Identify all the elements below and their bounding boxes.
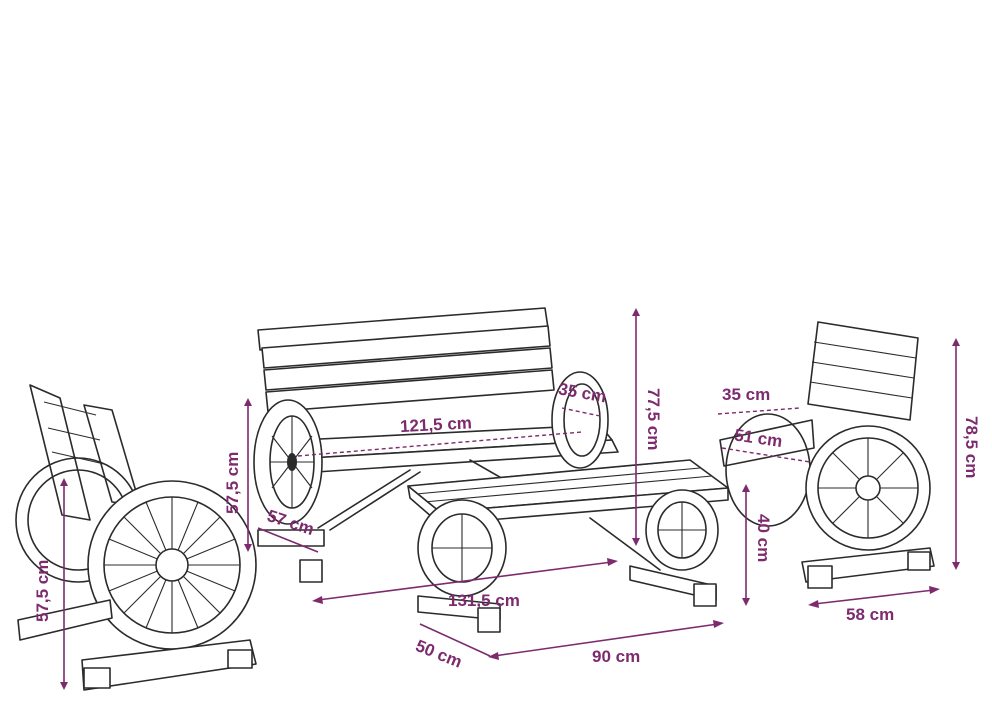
- label-chair-arm-width: 35 cm: [722, 385, 770, 404]
- bench-left-wheel: [253, 399, 323, 525]
- label-table-height: 40 cm: [754, 514, 773, 562]
- table: [407, 459, 729, 633]
- left-chair-wheel: [87, 480, 257, 650]
- left-chair: [15, 384, 257, 691]
- label-chair-height: 78,5 cm: [962, 416, 981, 478]
- right-chair: [719, 321, 935, 589]
- label-chair-depth: 58 cm: [846, 605, 894, 624]
- bench: [253, 307, 619, 583]
- right-chair-wheel: [805, 425, 931, 551]
- dimension-labels: 57,5 cm 57,5 cm 121,5 cm 57 cm 35 cm 131…: [33, 379, 981, 671]
- label-bench-overall-width: 131,5 cm: [448, 591, 520, 610]
- label-left-chair-seat-height: 57,5 cm: [33, 560, 52, 622]
- label-bench-width: 121,5 cm: [400, 413, 473, 436]
- label-table-width: 90 cm: [592, 647, 640, 666]
- dimension-lines: [60, 308, 960, 690]
- label-bench-seat-height: 57,5 cm: [223, 452, 242, 514]
- label-overall-height: 77,5 cm: [644, 388, 663, 450]
